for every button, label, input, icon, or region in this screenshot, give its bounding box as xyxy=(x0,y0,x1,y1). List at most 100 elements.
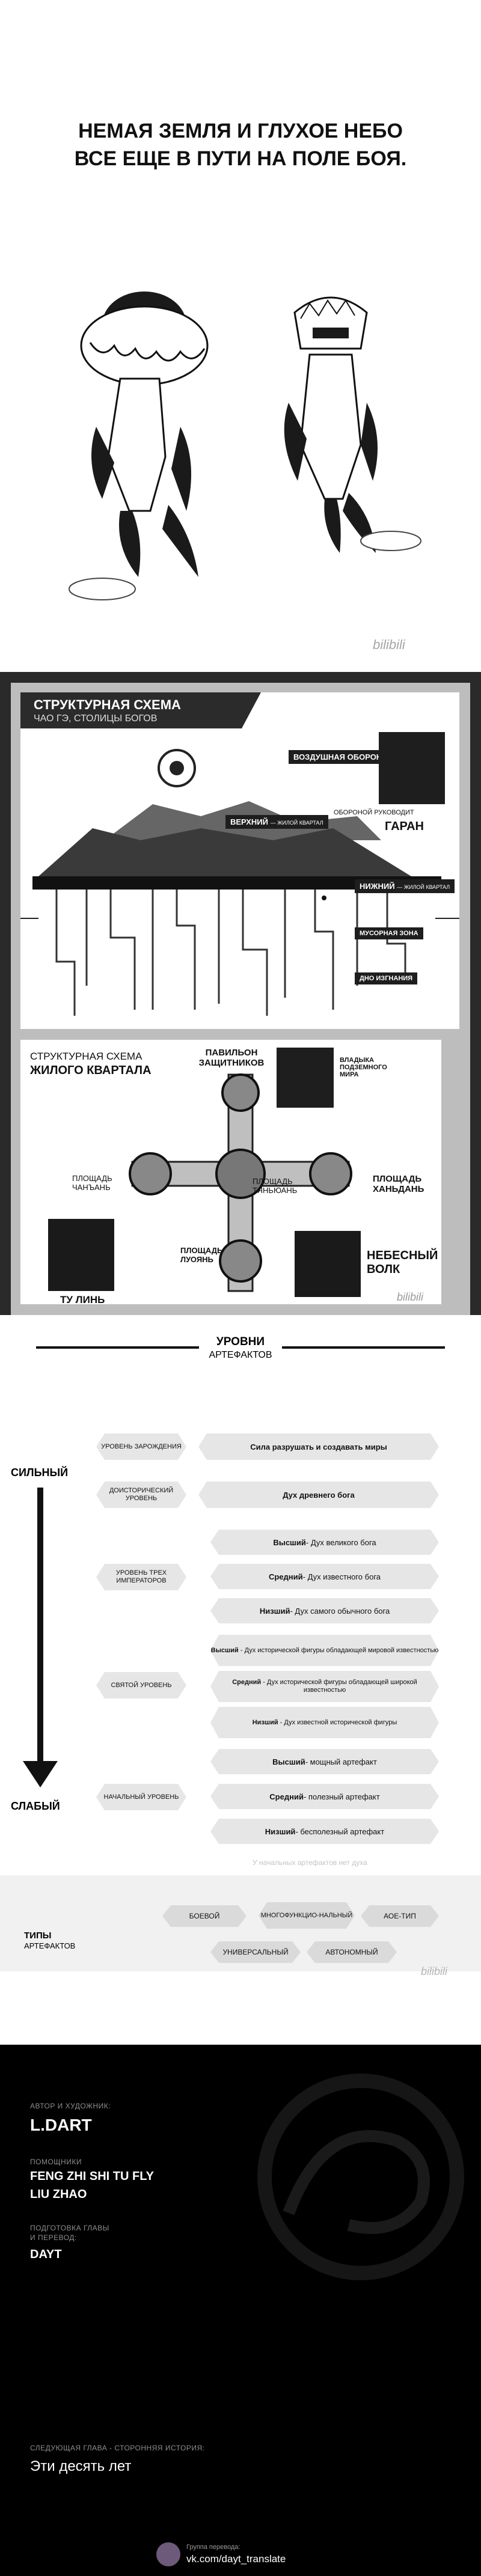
scheme-subtitle: ЧАО ГЭ, СТОЛИЦЫ БОГОВ xyxy=(34,713,158,724)
initial-high-text: - мощный артефакт xyxy=(305,1757,377,1766)
three-emperors-high: Высший - Дух великого бога xyxy=(210,1530,439,1555)
saint-mid: Средний - Дух исторической фигуры облада… xyxy=(210,1671,439,1702)
level-initial: НАЧАЛЬНЫЙ УРОВЕНЬ xyxy=(96,1784,186,1810)
label-tu-lin: ТУ ЛИНЬ xyxy=(60,1294,105,1305)
label-lower-text: НИЖНИЙ xyxy=(360,882,395,891)
helper-1: FENG ZHI SHI TU FLY xyxy=(30,2170,154,2183)
group-link[interactable]: vk.com/dayt_translate xyxy=(186,2553,286,2565)
level-prehistoric: ДОИСТОРИЧЕСКИЙ УРОВЕНЬ xyxy=(96,1482,186,1508)
scheme-title: СТРУКТУРНАЯ СХЕМА xyxy=(34,697,181,712)
dragon-emblem xyxy=(257,2074,464,2280)
intro-title-line2: ВСЕ ЕЩЕ В ПУТИ НА ПОЛЕ БОЯ. xyxy=(74,147,407,170)
level-origin-desc: Сила разрушать и создавать миры xyxy=(198,1433,439,1460)
label-upper-note: — ЖИЛОЙ КВАРТАЛ xyxy=(270,820,323,826)
level-three-emperors: УРОВЕНЬ ТРЕХ ИМПЕРАТОРОВ xyxy=(96,1564,186,1590)
weak-label: СЛАБЫЙ xyxy=(11,1800,60,1812)
label-heavenly-wolf: НЕБЕСНЫЙ ВОЛК xyxy=(367,1249,438,1276)
structure-scheme: СТРУКТУРНАЯ СХЕМА ЧАО ГЭ, СТОЛИЦЫ БОГОВ … xyxy=(0,672,481,1315)
city-drawing xyxy=(20,749,459,1016)
saint-mid-strong: Средний xyxy=(232,1679,262,1686)
initial-low-strong: Низший xyxy=(265,1827,296,1836)
label-lower-note: — ЖИЛОЙ КВАРТАЛ xyxy=(397,884,450,890)
lower-marker xyxy=(322,896,326,900)
garan-portrait xyxy=(379,732,445,804)
levels-title2: АРТЕФАКТОВ xyxy=(209,1350,272,1360)
type-aoe: АОЕ-ТИП xyxy=(361,1905,439,1927)
label-air-defense: ВОЗДУШНАЯ ОБОРОНА xyxy=(289,750,393,764)
saint-high: Высший - Дух исторической фигуры обладаю… xyxy=(210,1635,439,1666)
label-pavilion: ПАВИЛЬОН ЗАЩИТНИКОВ xyxy=(198,1048,265,1068)
prep-label-2: И ПЕРЕВОД: xyxy=(30,2233,77,2242)
levels-heading: УРОВНИ АРТЕФАКТОВ xyxy=(0,1335,481,1362)
group-label: Группа перевода: xyxy=(186,2544,240,2551)
heavenly-wolf-portrait xyxy=(295,1231,361,1297)
label-defense-leader: ГАРАН xyxy=(385,820,424,833)
scheme-top-bar xyxy=(0,672,481,683)
initial-mid: Средний - полезный артефакт xyxy=(210,1784,439,1809)
initial-mid-strong: Средний xyxy=(269,1792,304,1801)
levels-title1: УРОВНИ xyxy=(216,1335,265,1348)
label-underworld-lord: ВЛАДЫКА ПОДЗЕМНОГО МИРА xyxy=(340,1057,387,1078)
three-low-strong: Низший xyxy=(259,1606,290,1616)
label-lower: НИЖНИЙ — ЖИЛОЙ КВАРТАЛ xyxy=(355,879,455,893)
label-square-luoyang: ПЛОЩАДЬ ЛУОЯНЬ xyxy=(180,1246,223,1264)
initial-high-strong: Высший xyxy=(272,1757,305,1766)
left-character xyxy=(69,291,209,600)
label-upper-text: ВЕРХНИЙ xyxy=(230,817,268,826)
levels-watermark: bilibili xyxy=(421,1965,448,1977)
tu-lin-portrait xyxy=(48,1219,114,1291)
author-name: L.DART xyxy=(30,2116,92,2134)
saint-low-strong: Низший xyxy=(252,1718,278,1726)
residential-title1: СТРУКТУРНАЯ СХЕМА xyxy=(30,1051,142,1062)
right-character xyxy=(284,296,421,553)
label-square-handan: ПЛОЩАДЬ ХАНЬДАНЬ xyxy=(373,1174,424,1194)
scheme-watermark: bilibili xyxy=(397,1291,424,1303)
credits: АВТОР И ХУДОЖНИК: L.DART ПОМОЩНИКИ FENG … xyxy=(0,2045,481,2576)
intro-illustration xyxy=(69,291,421,600)
residential-title2: ЖИЛОГО КВАРТАЛА xyxy=(30,1064,152,1077)
level-prehistoric-desc: Дух древнего бога xyxy=(198,1482,439,1508)
initial-low: Низший - бесполезный артефакт xyxy=(210,1819,439,1844)
type-multifunctional: МНОГОФУНКЦИО-НАЛЬНЫЙ xyxy=(259,1902,355,1929)
helpers-label: ПОМОЩНИКИ xyxy=(30,2158,82,2166)
three-high-text: - Дух великого бога xyxy=(305,1537,376,1547)
next-chapter-title: Эти десять лет xyxy=(30,2458,132,2474)
three-emperors-low: Низший - Дух самого обычного бога xyxy=(210,1598,439,1623)
underworld-lord-portrait xyxy=(277,1048,334,1108)
saint-high-text: - Дух исторической фигуры обладающей мир… xyxy=(238,1646,439,1654)
saint-low-text: - Дух известной исторической фигуры xyxy=(278,1718,397,1726)
helper-2: LIU ZHAO xyxy=(30,2188,87,2201)
prep-label-1: ПОДГОТОВКА ГЛАВЫ xyxy=(30,2224,109,2232)
saint-mid-text: - Дух исторической фигуры обладающей шир… xyxy=(261,1679,417,1694)
intro-title: НЕМАЯ ЗЕМЛЯ И ГЛУХОЕ НЕБО ВСЕ ЕЩЕ В ПУТИ… xyxy=(0,117,481,172)
label-upper: ВЕРХНИЙ — ЖИЛОЙ КВАРТАЛ xyxy=(225,815,328,829)
scheme-right-bar xyxy=(470,672,481,1315)
three-mid-strong: Средний xyxy=(268,1572,303,1581)
intro-title-line1: НЕМАЯ ЗЕМЛЯ И ГЛУХОЕ НЕБО xyxy=(78,120,403,142)
prep-name: DAYT xyxy=(30,2248,62,2261)
types-title1: ТИПЫ xyxy=(24,1930,52,1941)
residential-drawing xyxy=(129,1073,352,1292)
initial-low-text: - бесполезный артефакт xyxy=(295,1827,385,1836)
three-emperors-mid: Средний - Дух известного бога xyxy=(210,1564,439,1589)
type-combat: БОЕВОЙ xyxy=(162,1905,247,1927)
three-low-text: - Дух самого обычного бога xyxy=(290,1606,390,1616)
saint-low: Низший - Дух известной исторической фигу… xyxy=(210,1707,439,1738)
label-square-changan: ПЛОЩАДЬ ЧАНЪАНЬ xyxy=(72,1174,112,1192)
intro-watermark-text: bilibili xyxy=(373,637,405,652)
scheme-left-bar xyxy=(0,672,11,1315)
label-exile-bottom: ДНО ИЗГНАНИЯ xyxy=(355,972,418,984)
strength-arrow-shaft xyxy=(37,1488,43,1764)
three-mid-text: - Дух известного бога xyxy=(302,1572,381,1581)
three-high-strong: Высший xyxy=(273,1537,306,1547)
strength-arrow-head xyxy=(23,1761,58,1787)
author-label: АВТОР И ХУДОЖНИК: xyxy=(30,2102,111,2110)
label-square-tianyuan: ПЛОЩАДЬ ТЯНЬЮАНЬ xyxy=(253,1177,298,1195)
levels-footnote: У начальных артефактов нет духа xyxy=(253,1858,367,1867)
scheme-header: СТРУКТУРНАЯ СХЕМА ЧАО ГЭ, СТОЛИЦЫ БОГОВ xyxy=(20,692,261,728)
label-garbage-zone: МУСОРНАЯ ЗОНА xyxy=(355,927,423,939)
label-defense-leader-note: ОБОРОНОЙ РУКОВОДИТ xyxy=(334,809,414,816)
level-saint: СВЯТОЙ УРОВЕНЬ xyxy=(96,1672,186,1699)
level-origin: УРОВЕНЬ ЗАРОЖДЕНИЯ xyxy=(96,1433,186,1460)
strong-label: СИЛЬНЫЙ xyxy=(11,1467,69,1479)
